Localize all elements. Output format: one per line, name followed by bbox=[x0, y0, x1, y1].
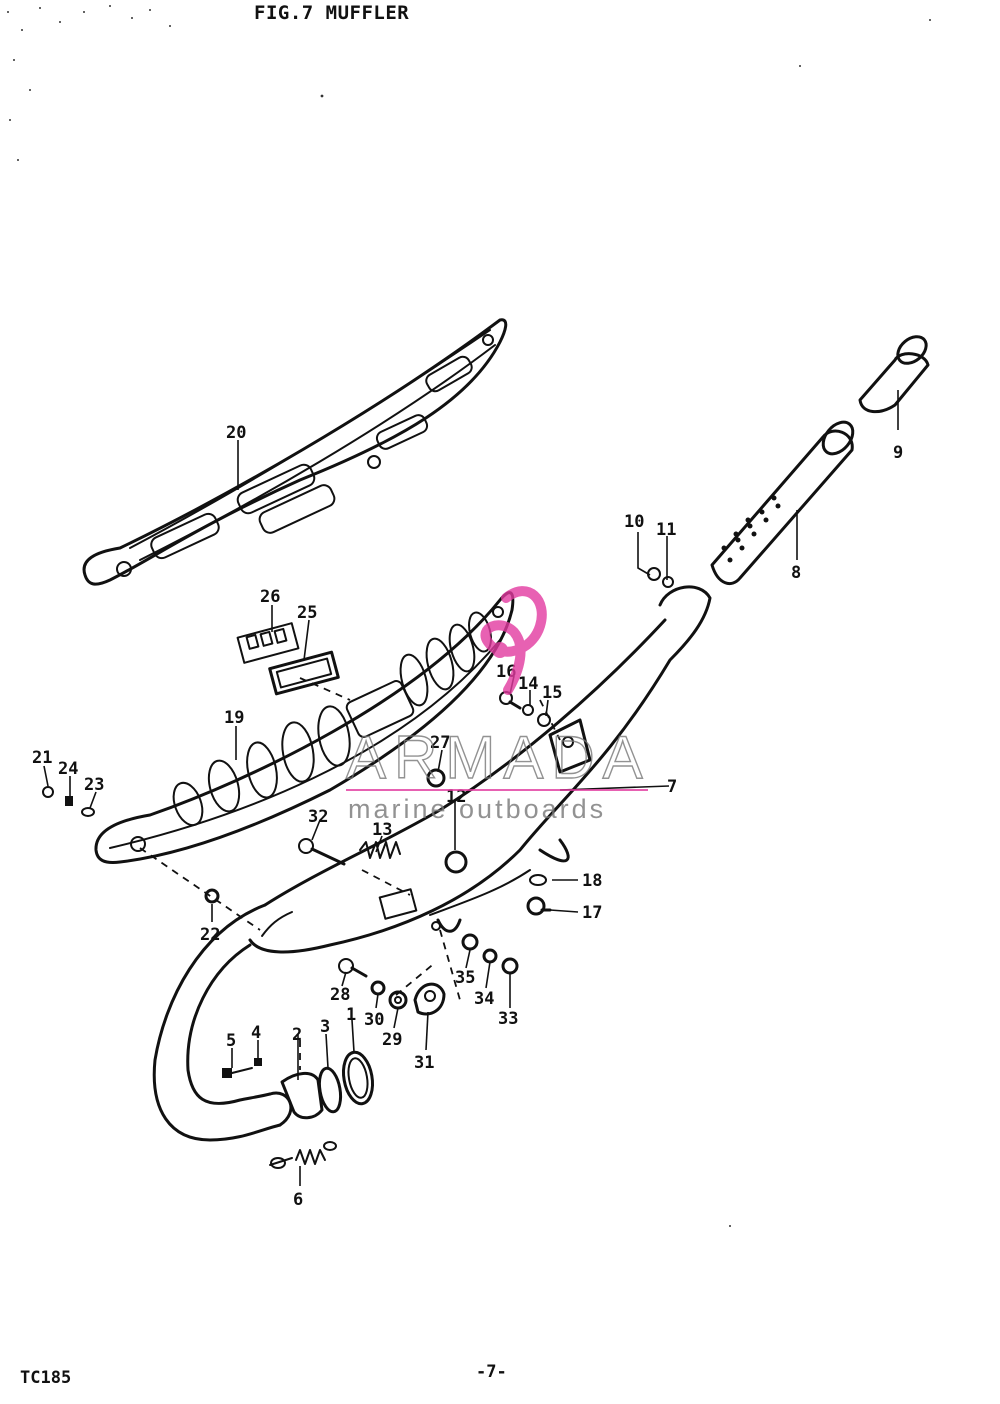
callout-34: 34 bbox=[474, 989, 494, 1009]
callout-11: 11 bbox=[656, 520, 676, 540]
scan-noise bbox=[7, 5, 931, 1227]
watermark-tagline: marine outboards bbox=[348, 794, 606, 824]
callout-27: 27 bbox=[430, 733, 450, 753]
callout-18: 18 bbox=[582, 871, 602, 891]
watermark-logo-dot bbox=[492, 642, 508, 658]
callout-15: 15 bbox=[542, 683, 562, 703]
callout-31: 31 bbox=[414, 1053, 434, 1073]
callout-2: 2 bbox=[292, 1025, 302, 1045]
callout-1: 1 bbox=[346, 1005, 356, 1025]
watermark-brand: ARMADA bbox=[346, 724, 651, 791]
callout-4: 4 bbox=[251, 1023, 261, 1043]
muffler-body bbox=[152, 585, 712, 1142]
callout-25: 25 bbox=[297, 603, 317, 623]
leader-lines bbox=[43, 390, 899, 1186]
page-number: -7- bbox=[476, 1362, 507, 1382]
callout-6: 6 bbox=[293, 1190, 303, 1210]
assembly-lines bbox=[139, 677, 561, 1070]
callout-33: 33 bbox=[498, 1009, 518, 1029]
callout-35: 35 bbox=[455, 968, 475, 988]
callout-28: 28 bbox=[330, 985, 350, 1005]
callout-23: 23 bbox=[84, 775, 104, 795]
callout-20: 20 bbox=[226, 423, 246, 443]
callout-5: 5 bbox=[226, 1031, 236, 1051]
callout-32: 32 bbox=[308, 807, 328, 827]
page-title: FIG.7 MUFFLER bbox=[254, 2, 410, 24]
callout-10: 10 bbox=[624, 512, 644, 532]
callout-21: 21 bbox=[32, 748, 52, 768]
callout-24: 24 bbox=[58, 759, 78, 779]
hardware bbox=[42, 567, 674, 1120]
callout-8: 8 bbox=[791, 563, 801, 583]
callout-3: 3 bbox=[320, 1017, 330, 1037]
callout-30: 30 bbox=[364, 1010, 384, 1030]
callout-14: 14 bbox=[518, 674, 538, 694]
callout-12: 12 bbox=[446, 787, 466, 807]
callout-13: 13 bbox=[372, 820, 392, 840]
callout-26: 26 bbox=[260, 587, 280, 607]
springs bbox=[269, 841, 401, 1169]
tail-pipe bbox=[710, 335, 930, 586]
model-code: TC185 bbox=[20, 1368, 72, 1388]
callout-19: 19 bbox=[224, 708, 244, 728]
watermark: ARMADA marine outboards bbox=[345, 586, 651, 824]
callout-17: 17 bbox=[582, 903, 602, 923]
callout-29: 29 bbox=[382, 1030, 402, 1050]
callout-9: 9 bbox=[893, 443, 903, 463]
callout-22: 22 bbox=[200, 925, 220, 945]
heat-shield-upper bbox=[82, 318, 508, 586]
watermark-logo-swirl bbox=[480, 586, 547, 695]
callout-labels: 1 2 3 4 5 6 7 8 9 10 11 12 13 14 15 16 1… bbox=[32, 423, 903, 1210]
callout-7: 7 bbox=[667, 777, 677, 797]
emblem-plates bbox=[236, 622, 340, 696]
